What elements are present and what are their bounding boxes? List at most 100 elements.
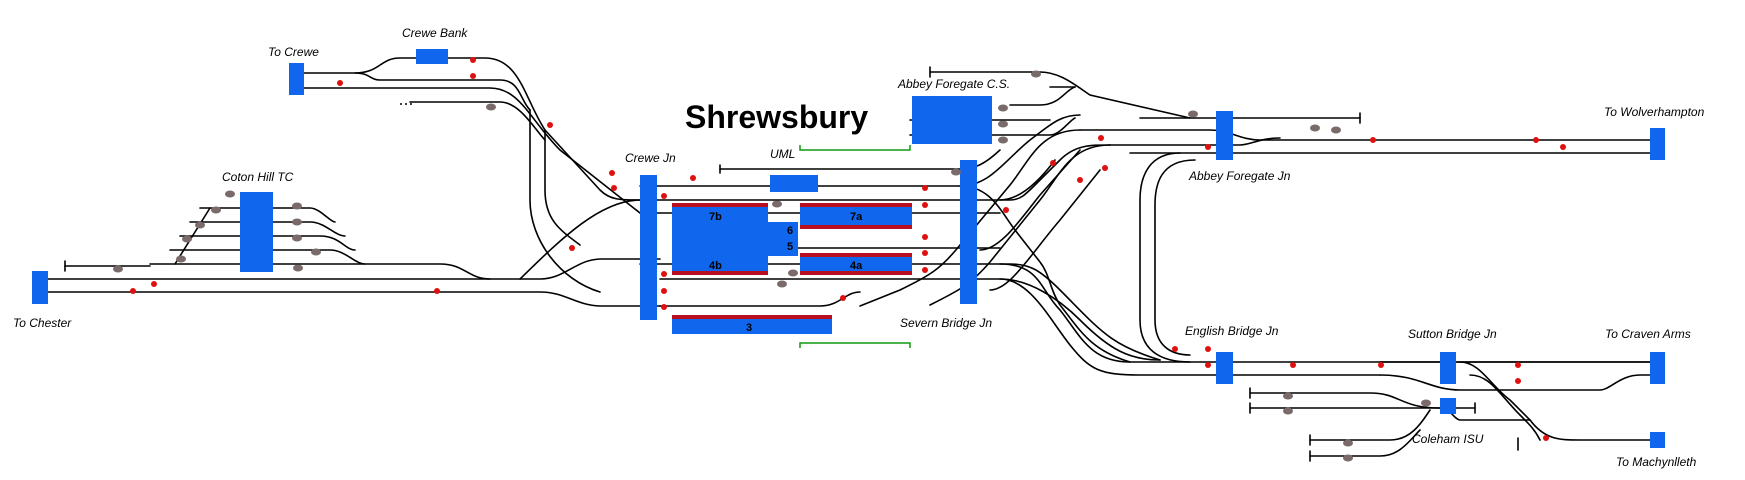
shunt-13	[772, 200, 782, 208]
block-to-wolverhampton	[1650, 128, 1665, 160]
signal-main-17	[922, 185, 928, 191]
signal-main-21	[922, 267, 928, 273]
signal-main-37	[1515, 378, 1521, 384]
label-to-wolverhampton: To Wolverhampton	[1604, 105, 1705, 119]
shunt-1	[486, 103, 496, 111]
signal-main-13	[661, 271, 667, 277]
signal-main-26	[1098, 135, 1104, 141]
green-brackets	[799, 145, 911, 348]
track-coton-siding-1	[169, 249, 366, 265]
signal-main-7	[569, 245, 575, 251]
signal-main-24	[1077, 177, 1083, 183]
label-coton-hill-tc: Coton Hill TC	[222, 170, 294, 184]
signal-main-11	[690, 175, 696, 181]
track-chester-down	[39, 291, 661, 307]
shunt-17	[1031, 70, 1041, 78]
signal-main-32	[1205, 346, 1211, 352]
block-coton-hill	[240, 192, 273, 272]
signal-main-12	[661, 193, 667, 199]
block-to-craven-arms	[1650, 352, 1665, 384]
block-to-crewe	[289, 63, 304, 95]
shunt-8	[292, 202, 302, 210]
signal-main-6	[611, 185, 617, 191]
block-abbey-cs	[912, 96, 992, 144]
signal-main-8	[130, 288, 136, 294]
track-coton-fan	[174, 207, 211, 265]
shunt-27	[1343, 439, 1353, 447]
shunt-14	[788, 269, 798, 277]
track-uml	[719, 149, 1001, 170]
track-south-down	[999, 278, 1381, 376]
signal-main-20	[922, 250, 928, 256]
shunt-22	[1310, 124, 1320, 132]
platform-label-4b: 4b	[709, 260, 722, 272]
track-chester-up	[39, 258, 661, 280]
track-crewe-spur	[409, 101, 546, 141]
block-severn-bridge	[960, 160, 977, 304]
label-uml: UML	[770, 147, 795, 161]
label-abbey-foregate-cs: Abbey Foregate C.S.	[897, 77, 1010, 91]
label-crewe-jn: Crewe Jn	[625, 151, 676, 165]
signal-main-25	[1102, 165, 1108, 171]
signal-main-34	[1290, 362, 1296, 368]
shunt-24	[1283, 392, 1293, 400]
signal-main-10	[434, 288, 440, 294]
track-coton-hill-loop	[149, 263, 491, 280]
signal-main-5	[609, 170, 615, 176]
shunt-5	[182, 235, 192, 243]
track-craven-down	[1379, 374, 1661, 391]
signal-main-4	[547, 122, 553, 128]
edge-7a	[800, 203, 912, 207]
signal-main-16	[840, 295, 846, 301]
platform-7b-area	[672, 206, 768, 274]
track-coton-siding-2	[179, 235, 356, 251]
shunt-4	[195, 221, 205, 229]
signal-main-1	[470, 57, 476, 63]
edge-6	[800, 225, 912, 229]
platform-label-6: 6	[787, 225, 793, 237]
block-sutton-bridge	[1440, 352, 1456, 384]
track-abbey-jn-curve2	[929, 144, 1111, 306]
shunt-7	[113, 265, 123, 273]
platform-label-3: 3	[746, 322, 752, 334]
main-signals	[130, 57, 1566, 441]
platform-label-4a: 4a	[850, 260, 863, 272]
shunt-23	[1331, 126, 1341, 134]
track-south-up	[999, 263, 1661, 363]
shunt-19	[998, 120, 1008, 128]
track-abbey-jn-curve1	[859, 129, 1081, 307]
shunt-signals	[113, 70, 1431, 462]
label-severn-bridge-jn: Severn Bridge Jn	[900, 316, 992, 330]
edge-4a	[800, 271, 912, 275]
label-to-crewe: To Crewe	[268, 45, 319, 59]
shunt-2	[225, 190, 235, 198]
block-coleham	[1440, 398, 1456, 414]
track-severn-x4	[989, 169, 1101, 291]
track-abbey-cs-4	[909, 117, 1076, 136]
signal-main-14	[661, 288, 667, 294]
edge-7b	[672, 203, 768, 207]
block-crewe-jn	[640, 175, 657, 320]
shunt-12	[293, 264, 303, 272]
block-english-bridge	[1216, 352, 1233, 384]
signal-main-28	[1370, 137, 1376, 143]
track-through-up	[659, 278, 1161, 361]
signal-main-30	[1560, 144, 1566, 150]
shunt-3	[211, 206, 221, 214]
track-wolves-up	[1079, 129, 1661, 141]
edge-5	[800, 253, 912, 257]
block-to-chester	[32, 271, 48, 304]
edge-4b	[672, 271, 768, 275]
platform-label-7b: 7b	[709, 211, 722, 223]
track-coleham-4	[1309, 429, 1421, 457]
shunt-20	[998, 136, 1008, 144]
shunt-11	[311, 248, 321, 256]
shunt-15	[777, 280, 787, 288]
bracket-p3	[799, 342, 911, 348]
platform-3-area	[672, 318, 832, 334]
platform-edges	[672, 203, 912, 319]
signal-main-31	[1172, 346, 1178, 352]
signal-main-36	[1515, 362, 1521, 368]
signal-main-33	[1205, 362, 1211, 368]
shunt-28	[1343, 454, 1353, 462]
